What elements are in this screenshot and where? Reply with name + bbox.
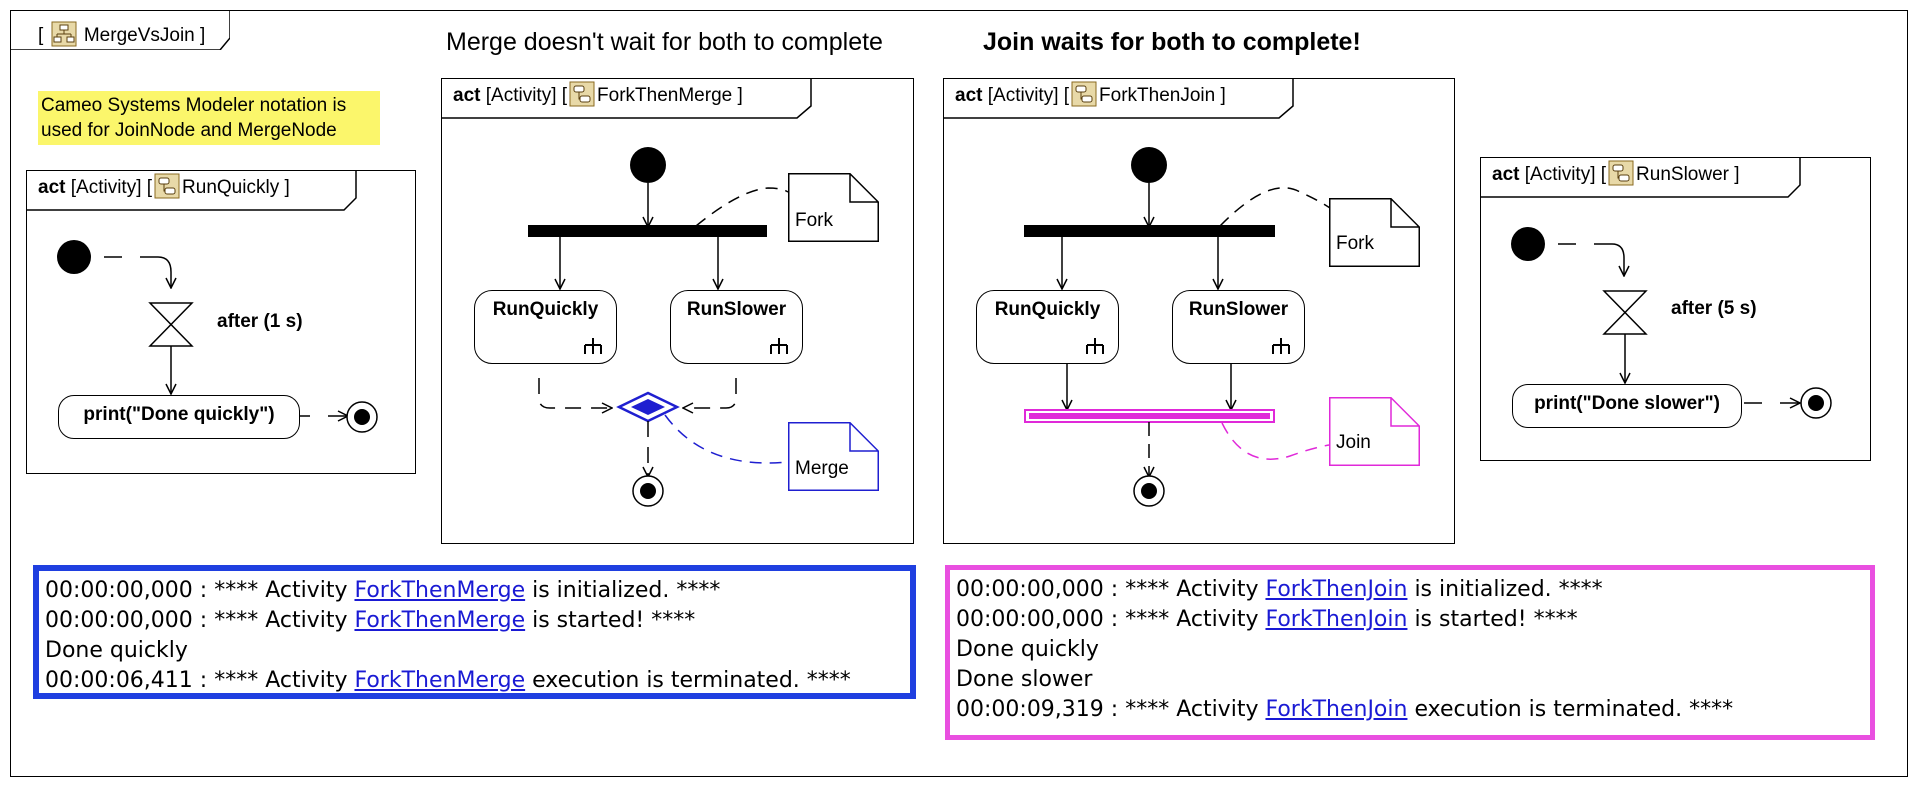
- console-timestamp: 00:00:00,000: [45, 608, 193, 633]
- activity-link[interactable]: ForkThenMerge: [354, 668, 526, 693]
- activity-icon: [154, 173, 180, 199]
- diagram-header: act [Activity] [ RunQuickly ]: [38, 173, 290, 199]
- join-console: 00:00:00,000 : **** Activity ForkThenJoi…: [945, 565, 1875, 740]
- console-text: Done slower: [956, 667, 1093, 692]
- activity-link[interactable]: ForkThenMerge: [354, 608, 526, 633]
- console-line: Done quickly: [45, 636, 904, 666]
- console-prefix: : **** Activity: [192, 608, 355, 633]
- diagram-name: ForkThenMerge: [597, 85, 733, 107]
- console-line: Done slower: [956, 665, 1864, 695]
- console-line: Done quickly: [956, 635, 1864, 665]
- activity-link[interactable]: ForkThenMerge: [354, 578, 526, 603]
- console-line: 00:00:00,000 : **** Activity ForkThenJoi…: [956, 575, 1864, 605]
- console-timestamp: 00:00:00,000: [956, 577, 1104, 602]
- run-quickly-call: RunQuickly: [474, 290, 617, 364]
- console-prefix: : **** Activity: [192, 578, 355, 603]
- diagram-header: act [Activity] [ RunSlower ]: [1492, 160, 1740, 186]
- rake-icon: [770, 338, 788, 354]
- console-prefix: : **** Activity: [192, 668, 355, 693]
- console-line: 00:00:06,411 : **** Activity ForkThenMer…: [45, 666, 904, 696]
- join-note: Join: [1329, 397, 1420, 466]
- timer-label: after (5 s): [1671, 298, 1757, 319]
- console-timestamp: 00:00:00,000: [45, 578, 193, 603]
- print-action: print("Done slower"): [1512, 384, 1742, 428]
- diagram-header: act [Activity] [ ForkThenJoin ]: [955, 81, 1226, 107]
- fork-note: Fork: [1329, 198, 1420, 267]
- console-timestamp: 00:00:09,319: [956, 697, 1104, 722]
- activity-link[interactable]: ForkThenJoin: [1265, 697, 1408, 722]
- diagram-header: act [Activity] [ ForkThenMerge ]: [453, 81, 743, 107]
- console-suffix: is initialized. ****: [525, 578, 721, 603]
- diagram-name: RunSlower: [1636, 164, 1729, 186]
- console-text: Done quickly: [45, 638, 188, 663]
- console-timestamp: 00:00:00,000: [956, 607, 1104, 632]
- console-timestamp: 00:00:06,411: [45, 668, 193, 693]
- activity-link[interactable]: ForkThenJoin: [1265, 607, 1408, 632]
- activity-icon: [1608, 160, 1634, 186]
- join-heading: Join waits for both to complete!: [983, 28, 1361, 56]
- frame-title: MergeVsJoin: [83, 25, 195, 47]
- console-suffix: execution is terminated. ****: [525, 668, 851, 693]
- console-text: Done quickly: [956, 637, 1099, 662]
- run-slower-call: RunSlower: [670, 290, 803, 364]
- console-prefix: : **** Activity: [1103, 577, 1266, 602]
- run-slower-diagram: act [Activity] [ RunSlower ] after (5 s)…: [1479, 156, 1871, 461]
- timer-label: after (1 s): [217, 311, 303, 332]
- console-suffix: is initialized. ****: [1407, 577, 1603, 602]
- fork-then-join-diagram: act [Activity] [ ForkThenJoin ] RunQuick…: [942, 77, 1455, 544]
- merge-note: Merge: [788, 422, 879, 491]
- package-icon: [51, 21, 77, 47]
- activity-link[interactable]: ForkThenJoin: [1265, 577, 1408, 602]
- console-line: 00:00:00,000 : **** Activity ForkThenJoi…: [956, 605, 1864, 635]
- diagram-frame: [10, 10, 1908, 777]
- print-action: print("Done quickly"): [58, 395, 300, 439]
- diagram-frame-tab: [ MergeVsJoin ]: [10, 10, 230, 50]
- merge-heading: Merge doesn't wait for both to complete: [446, 28, 883, 56]
- merge-console: 00:00:00,000 : **** Activity ForkThenMer…: [33, 565, 916, 699]
- console-prefix: : **** Activity: [1103, 607, 1266, 632]
- activity-icon: [569, 81, 595, 107]
- run-quickly-diagram: act [Activity] [ RunQuickly ] after (1 s…: [25, 169, 416, 474]
- console-suffix: execution is terminated. ****: [1407, 697, 1734, 722]
- diagram-name: RunQuickly: [182, 177, 280, 199]
- console-prefix: : **** Activity: [1103, 697, 1266, 722]
- run-quickly-call: RunQuickly: [976, 290, 1119, 364]
- notation-note: Cameo Systems Modeler notation is used f…: [38, 91, 380, 145]
- console-line: 00:00:09,319 : **** Activity ForkThenJoi…: [956, 695, 1864, 725]
- activity-icon: [1071, 81, 1097, 107]
- console-suffix: is started! ****: [525, 608, 696, 633]
- diagram-name: ForkThenJoin: [1099, 85, 1216, 107]
- rake-icon: [1272, 338, 1290, 354]
- fork-note: Fork: [788, 173, 879, 242]
- console-line: 00:00:00,000 : **** Activity ForkThenMer…: [45, 606, 904, 636]
- run-slower-call: RunSlower: [1172, 290, 1305, 364]
- rake-icon: [1086, 338, 1104, 354]
- rake-icon: [584, 338, 602, 354]
- console-line: 00:00:00,000 : **** Activity ForkThenMer…: [45, 576, 904, 606]
- console-suffix: is started! ****: [1407, 607, 1578, 632]
